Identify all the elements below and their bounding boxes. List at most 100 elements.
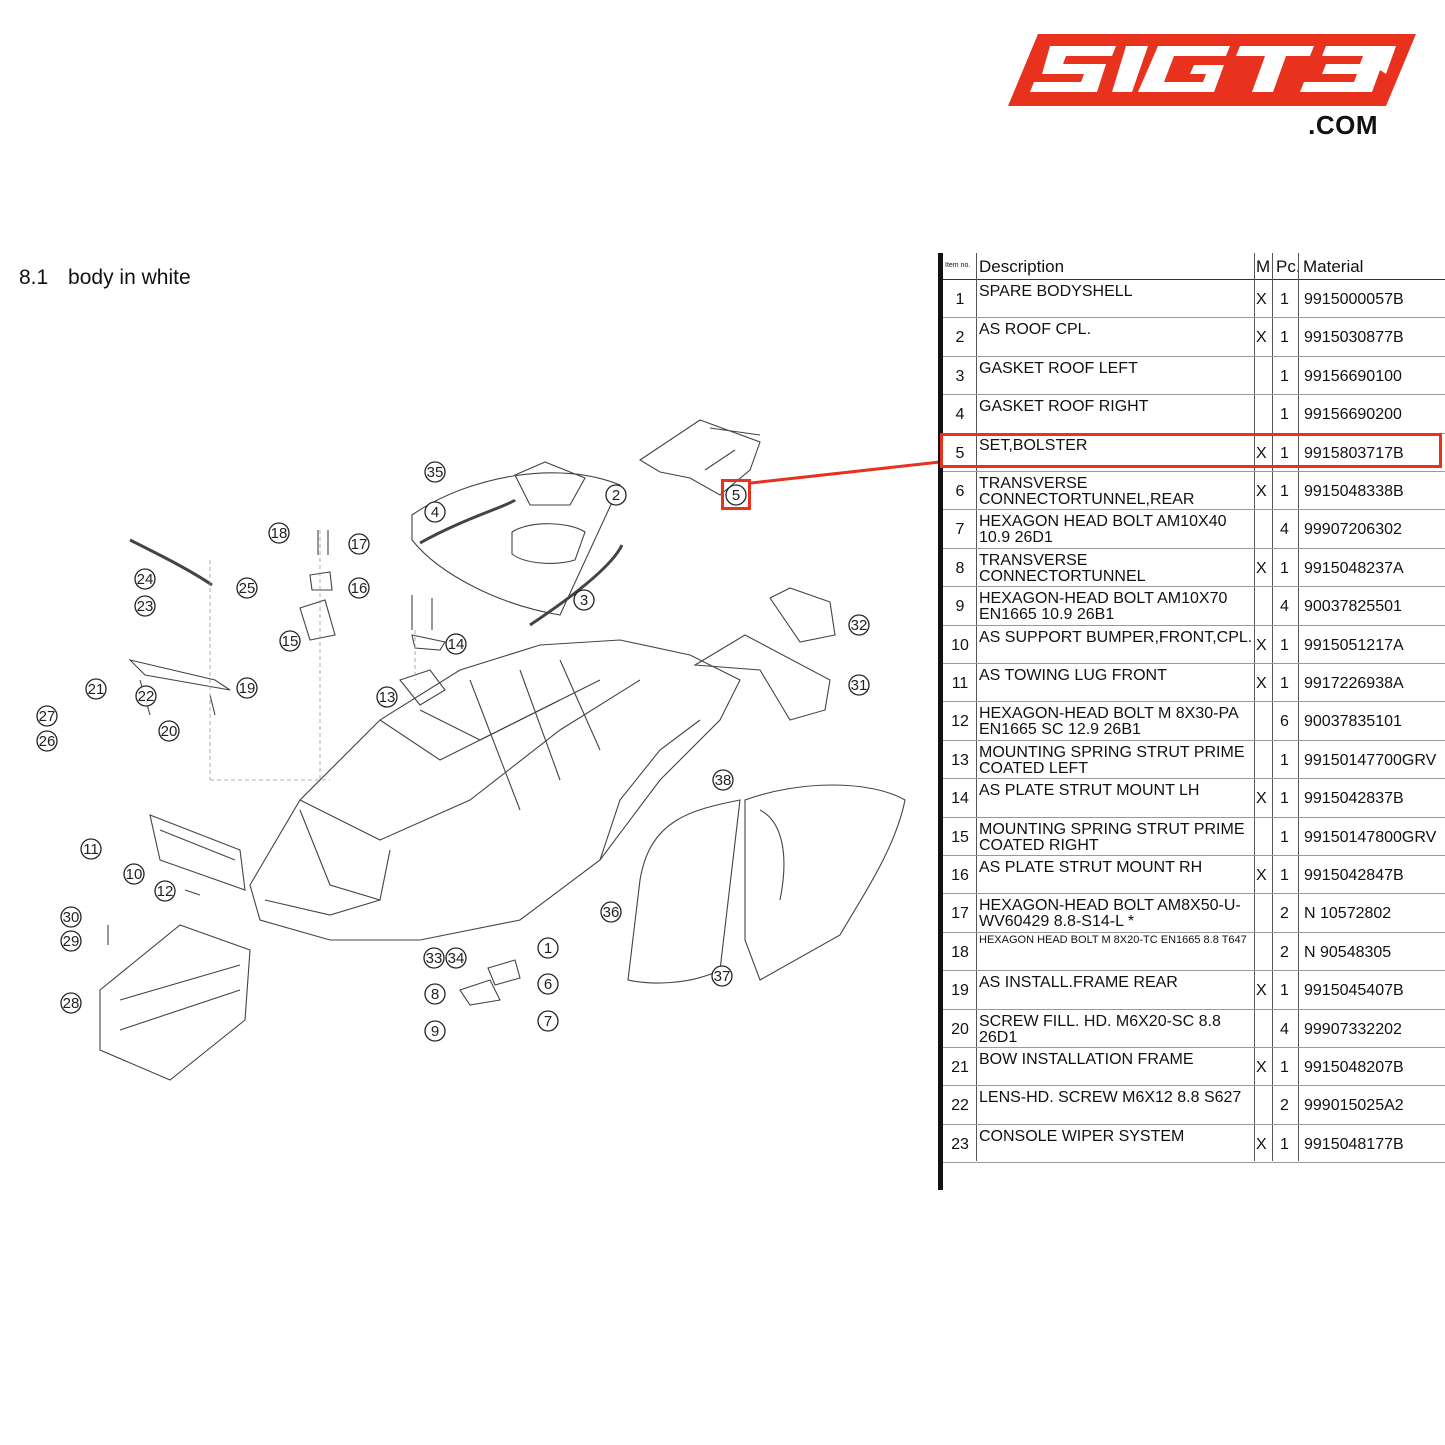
callout-10: 10 [123,863,145,885]
callout-4: 4 [424,501,446,523]
item-description: SPARE BODYSHELL [979,283,1133,300]
item-piece-count: 1 [1280,675,1289,692]
item-m-flag: X [1256,982,1267,1000]
item-number: 20 [951,1020,969,1038]
item-description: AS ROOF CPL. [979,321,1092,339]
svg-text:16: 16 [351,580,368,597]
callout-37: 37 [711,965,733,987]
item-description: AS INSTALL.FRAME REAR [979,974,1178,992]
logo-suffix: .COM [1308,110,1378,140]
callout-38: 38 [712,769,734,791]
item-number: 17 [951,905,969,923]
item-number: 6 [955,483,965,500]
item-m-flag: X [1256,1135,1267,1153]
callout-27: 27 [36,705,58,727]
callout-19: 19 [236,677,258,699]
item-piece-count: 1 [1280,291,1289,308]
strut-plate-left [411,634,446,651]
logo[interactable]: .COM [1008,34,1416,144]
item-m-flag: X [1256,675,1267,692]
item-number: 9 [955,598,965,616]
callout-31: 31 [848,674,870,696]
item-piece-count: 1 [1280,329,1289,347]
callout-13: 13 [376,686,398,708]
callout-7: 7 [537,1010,559,1032]
bumper-support [149,814,246,891]
item-piece-count: 2 [1280,905,1289,923]
svg-text:25: 25 [239,580,256,597]
callout-30: 30 [60,906,82,928]
svg-text:6: 6 [544,976,552,993]
callout-1: 1 [537,937,559,959]
item-number: 3 [955,367,965,385]
item-piece-count: 1 [1280,444,1289,462]
item-number: 13 [951,751,969,769]
item-material-number: 999015025A2 [1304,1097,1404,1115]
callout-14: 14 [445,633,467,655]
item-piece-count: 1 [1280,483,1289,500]
item-description: TRANSVERSE CONNECTORTUNNEL,REAR [979,475,1195,508]
item-material-number: N 10572802 [1304,905,1392,923]
item-piece-count: 1 [1280,636,1289,654]
bolster-set [638,419,761,496]
item-number: 4 [955,406,965,424]
item-number: 1 [955,291,965,308]
table-row[interactable]: 12 HEXAGON-HEAD BOLT M 8X30-PA EN1665 SC … [943,702,1445,741]
wiper-bow [129,538,213,587]
item-number: 12 [951,713,969,731]
logo-mark [1008,34,1416,106]
svg-text:19: 19 [239,680,256,697]
item-description: LENS-HD. SCREW M6X12 8.8 S627 [979,1089,1242,1107]
item-description: TRANSVERSE CONNECTORTUNNEL [979,551,1146,585]
column-divider [1298,253,1299,1161]
callout-18: 18 [268,522,290,544]
svg-text:23: 23 [137,598,154,615]
svg-text:5: 5 [732,487,740,504]
svg-text:34: 34 [448,950,465,967]
svg-text:4: 4 [431,504,439,521]
item-description: HEXAGON-HEAD BOLT M 8X30-PA EN1665 SC 12… [979,705,1238,739]
roof-hatch [511,523,586,564]
item-description: SCREW FILL. HD. M6X20-SC 8.8 26D1 [979,1012,1221,1046]
item-material-number: 9915803717B [1304,444,1404,462]
svg-text:7: 7 [544,1013,552,1030]
item-m-flag: X [1256,329,1267,347]
svg-text:11: 11 [83,841,99,858]
svg-text:36: 36 [603,904,620,921]
svg-text:26: 26 [39,733,56,750]
item-material-number: 9915042847B [1304,867,1404,884]
item-m-flag: X [1256,291,1267,308]
strut-mount-left [399,669,446,706]
item-piece-count: 6 [1280,713,1289,731]
svg-text:31: 31 [851,677,868,694]
item-description: GASKET ROOF RIGHT [979,398,1149,416]
item-material-number: 99156690100 [1304,367,1402,385]
item-number: 11 [951,675,969,692]
item-material-number: 9915048177B [1304,1135,1404,1153]
svg-text:38: 38 [715,772,732,789]
front-frame [99,924,251,1081]
item-number: 16 [951,867,969,884]
